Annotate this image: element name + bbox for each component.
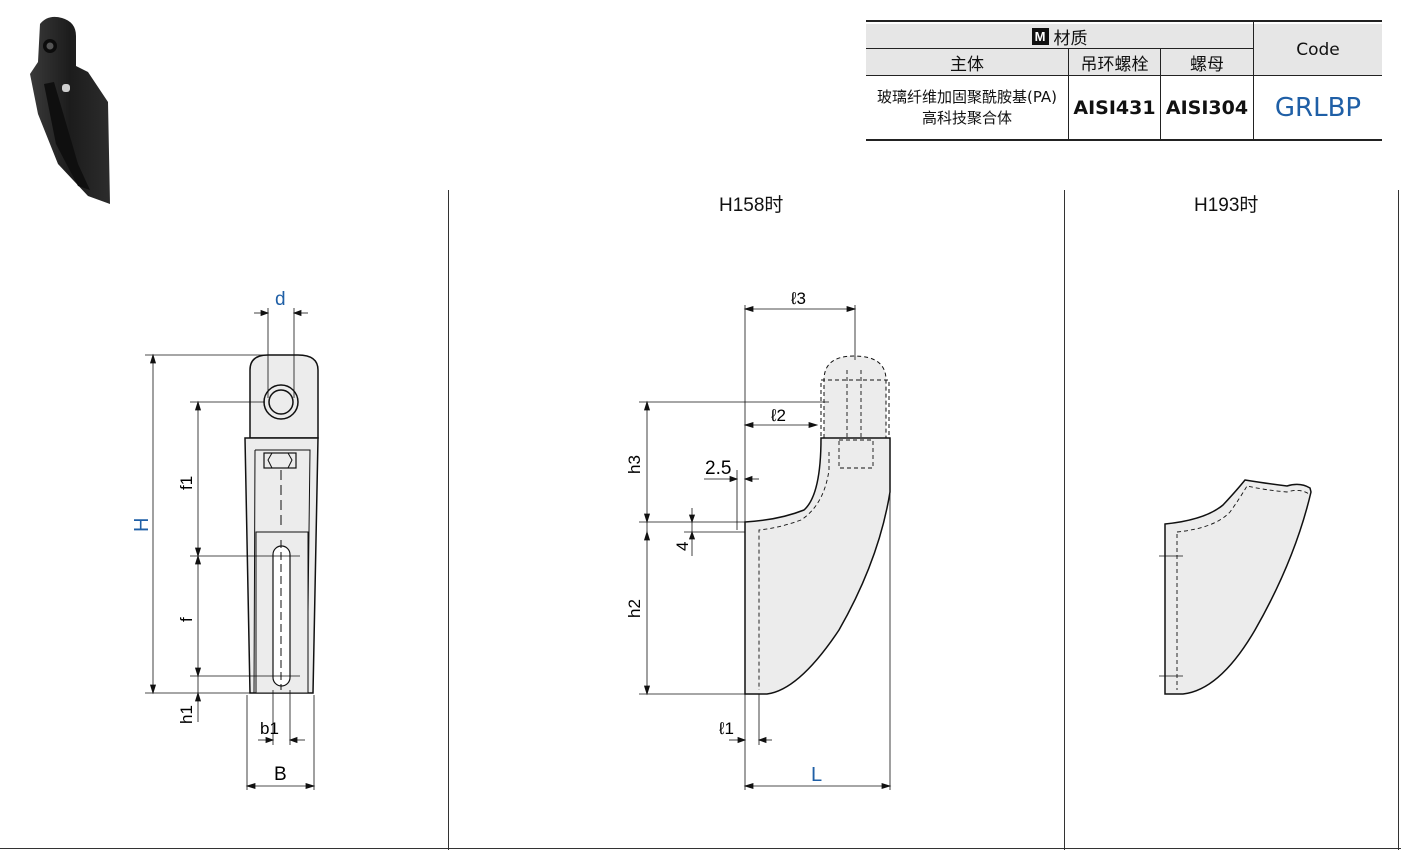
- panel-title-h158: H158时: [719, 195, 784, 216]
- bottom-border: [0, 848, 1401, 849]
- material-table: M 材质 主体 吊环螺栓 螺母 Code 玻璃纤维加固聚酰胺基(PA) 高科技聚…: [866, 20, 1382, 141]
- dim-B-label: B: [274, 764, 287, 785]
- material-badge: M: [1031, 27, 1049, 45]
- dim-b1-label: b1: [260, 719, 279, 738]
- panel-divider-right: [1064, 190, 1065, 850]
- dim-h3-label: h3: [625, 455, 644, 474]
- dim-2-5-label: 2.5: [705, 458, 731, 479]
- product-photo-icon: [30, 16, 110, 204]
- dim-f-label: f: [177, 617, 196, 622]
- dim-h1-label: h1: [177, 705, 196, 724]
- body-material-line2: 高科技聚合体: [921, 109, 1012, 127]
- material-header: M 材质: [866, 24, 1253, 49]
- code-header: Code: [1254, 24, 1382, 75]
- dim-L-label: L: [811, 764, 822, 786]
- nut-material: AISI304: [1165, 97, 1249, 119]
- side-view-h158: ℓ3 ℓ2 h3 2.5 4 h2 ℓ1 L: [625, 289, 892, 790]
- dim-h2-label: h2: [625, 599, 644, 618]
- body-header: 主体: [866, 49, 1068, 75]
- dim-l3-label: ℓ3: [790, 289, 806, 308]
- nut-header: 螺母: [1161, 49, 1253, 75]
- eyebolt-header: 吊环螺栓: [1069, 49, 1160, 75]
- front-view-drawing: d H f1 f h1 b1 B: [131, 289, 319, 790]
- body-material: 玻璃纤维加固聚酰胺基(PA) 高科技聚合体: [866, 77, 1068, 139]
- dim-l2-label: ℓ2: [770, 406, 786, 425]
- body-material-line1: 玻璃纤维加固聚酰胺基(PA): [876, 88, 1058, 106]
- material-header-label: 材质: [1053, 28, 1088, 49]
- dim-f1-label: f1: [177, 476, 196, 490]
- side-view-h193: [1159, 479, 1312, 695]
- dim-l1-label: ℓ1: [718, 719, 734, 738]
- dim-4-label: 4: [673, 542, 692, 551]
- dim-H-label: H: [131, 518, 153, 532]
- panel-divider-left: [448, 190, 449, 850]
- panel-title-h193: H193时: [1194, 195, 1259, 216]
- panel-border-right: [1398, 190, 1399, 850]
- code-value: GRLBP: [1274, 93, 1362, 123]
- dim-d-label: d: [275, 289, 286, 310]
- eyebolt-material: AISI431: [1073, 97, 1156, 119]
